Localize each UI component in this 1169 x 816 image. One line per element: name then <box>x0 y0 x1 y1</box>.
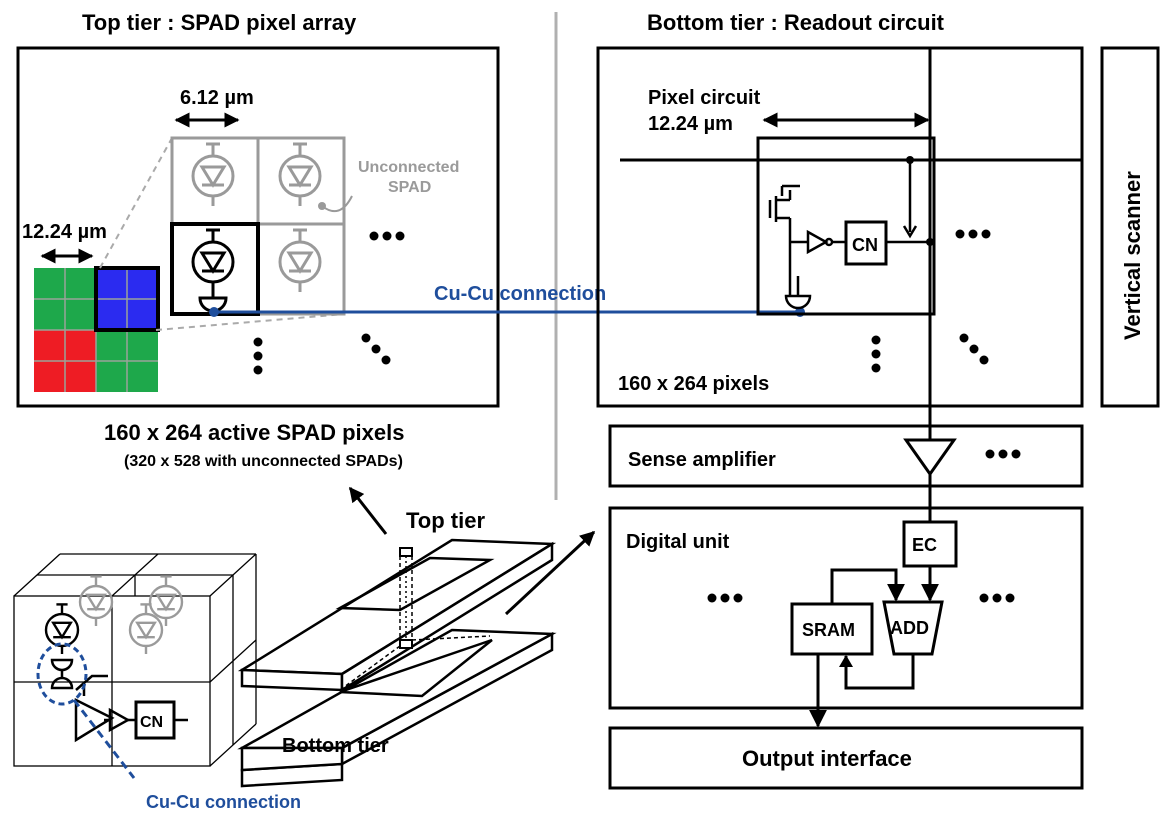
feedback-arrow-head <box>839 655 853 667</box>
zoom-line-bottom <box>155 313 346 331</box>
vertical-scanner-label: Vertical scanner <box>1120 171 1145 340</box>
unconnected-callout-line <box>321 195 353 213</box>
arrow-to-pixel-array <box>348 486 388 535</box>
spad-icon <box>278 228 322 294</box>
pixel-count-label: 160 x 264 pixels <box>618 373 769 395</box>
sram-label: SRAM <box>802 620 855 640</box>
cu-cu-pointer-line <box>72 699 136 779</box>
ec-label: EC <box>912 535 937 555</box>
zoomed-spad-cells <box>170 136 346 316</box>
color-filter-grid <box>34 266 160 392</box>
cube-readout-circuit <box>50 658 188 743</box>
cu-cu-highlight <box>36 642 88 706</box>
connection-dot <box>209 307 219 317</box>
sense-amplifier-label: Sense amplifier <box>628 449 776 471</box>
top-tier-title: Top tier : SPAD pixel array <box>82 10 357 35</box>
pixel-circuit-box <box>756 136 936 316</box>
digital-unit-box <box>608 506 1084 710</box>
bottom-tier-slab <box>237 628 557 788</box>
cu-cu-bottom-label: Cu-Cu connection <box>146 792 301 812</box>
unconnected-callout-dot <box>318 202 326 210</box>
pixel-circuit-pitch: 12.24 µm <box>648 113 733 135</box>
output-interface-box <box>608 726 1084 790</box>
ellipsis-dots <box>253 231 405 375</box>
unconnected-label-2: SPAD <box>388 179 431 196</box>
junction-dot <box>926 238 934 246</box>
spad-icon <box>191 142 235 208</box>
active-pixels-caption: 160 x 264 active SPAD pixels <box>104 420 404 445</box>
adder-box <box>882 600 944 656</box>
pixel-circuit-schematic <box>768 160 930 310</box>
cn-label: CN <box>852 235 878 255</box>
total-pixels-caption: (320 x 528 with unconnected SPADs) <box>124 453 403 470</box>
amplifier-icon <box>903 438 957 477</box>
cube-cn-label: CN <box>140 714 163 731</box>
junction-dot <box>906 156 914 164</box>
pitch-label-small: 6.12 µm <box>180 87 254 109</box>
unconnected-label-1: Unconnected <box>358 159 459 176</box>
top-tier-stack-label: Top tier <box>406 508 485 533</box>
ellipsis-dots <box>985 449 1021 459</box>
output-interface-label: Output interface <box>742 746 912 771</box>
spad-icon <box>278 142 322 208</box>
pixel-cube-wireframe <box>13 553 257 767</box>
zoom-line-top <box>99 137 173 269</box>
vertical-scanner-box <box>1100 46 1160 408</box>
bottom-tier-label: Bottom tier <box>282 735 389 757</box>
cube-spads <box>44 575 184 656</box>
pitch-label-large: 12.24 µm <box>22 221 107 243</box>
cu-cu-connection-label: Cu-Cu connection <box>434 283 606 305</box>
top-tier-slab <box>237 538 557 693</box>
spad-icon <box>191 228 235 294</box>
ellipsis-dots <box>871 229 991 373</box>
sense-amplifier-box <box>608 424 1084 488</box>
digital-unit-wires <box>809 566 939 728</box>
pixel-circuit-label: Pixel circuit <box>648 87 761 109</box>
arrow-to-digital-unit <box>504 530 596 616</box>
pixel-array-panel <box>16 46 500 408</box>
readout-panel <box>596 46 1084 408</box>
digital-unit-label: Digital unit <box>626 531 730 553</box>
adder-label: ADD <box>890 618 929 638</box>
bottom-tier-title: Bottom tier : Readout circuit <box>647 10 945 35</box>
ellipsis-dots <box>707 593 1015 603</box>
via-column <box>339 547 491 691</box>
